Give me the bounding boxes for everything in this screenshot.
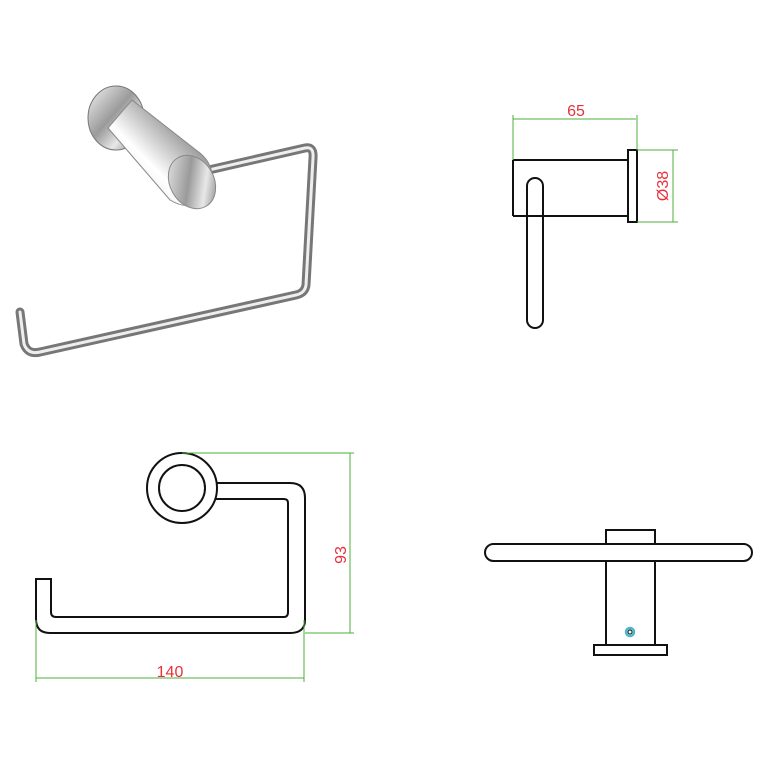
height-label: 93 — [333, 546, 350, 564]
top-view — [484, 529, 753, 656]
width-label: 140 — [157, 664, 184, 681]
diameter-label: Ø38 — [655, 171, 672, 201]
product-photo — [15, 85, 318, 358]
screw-hole-icon — [624, 626, 636, 638]
end-cap — [167, 154, 217, 210]
side-view: 65 Ø38 — [512, 103, 678, 329]
front-view: 93 140 — [35, 452, 354, 682]
depth-label: 65 — [567, 103, 585, 120]
